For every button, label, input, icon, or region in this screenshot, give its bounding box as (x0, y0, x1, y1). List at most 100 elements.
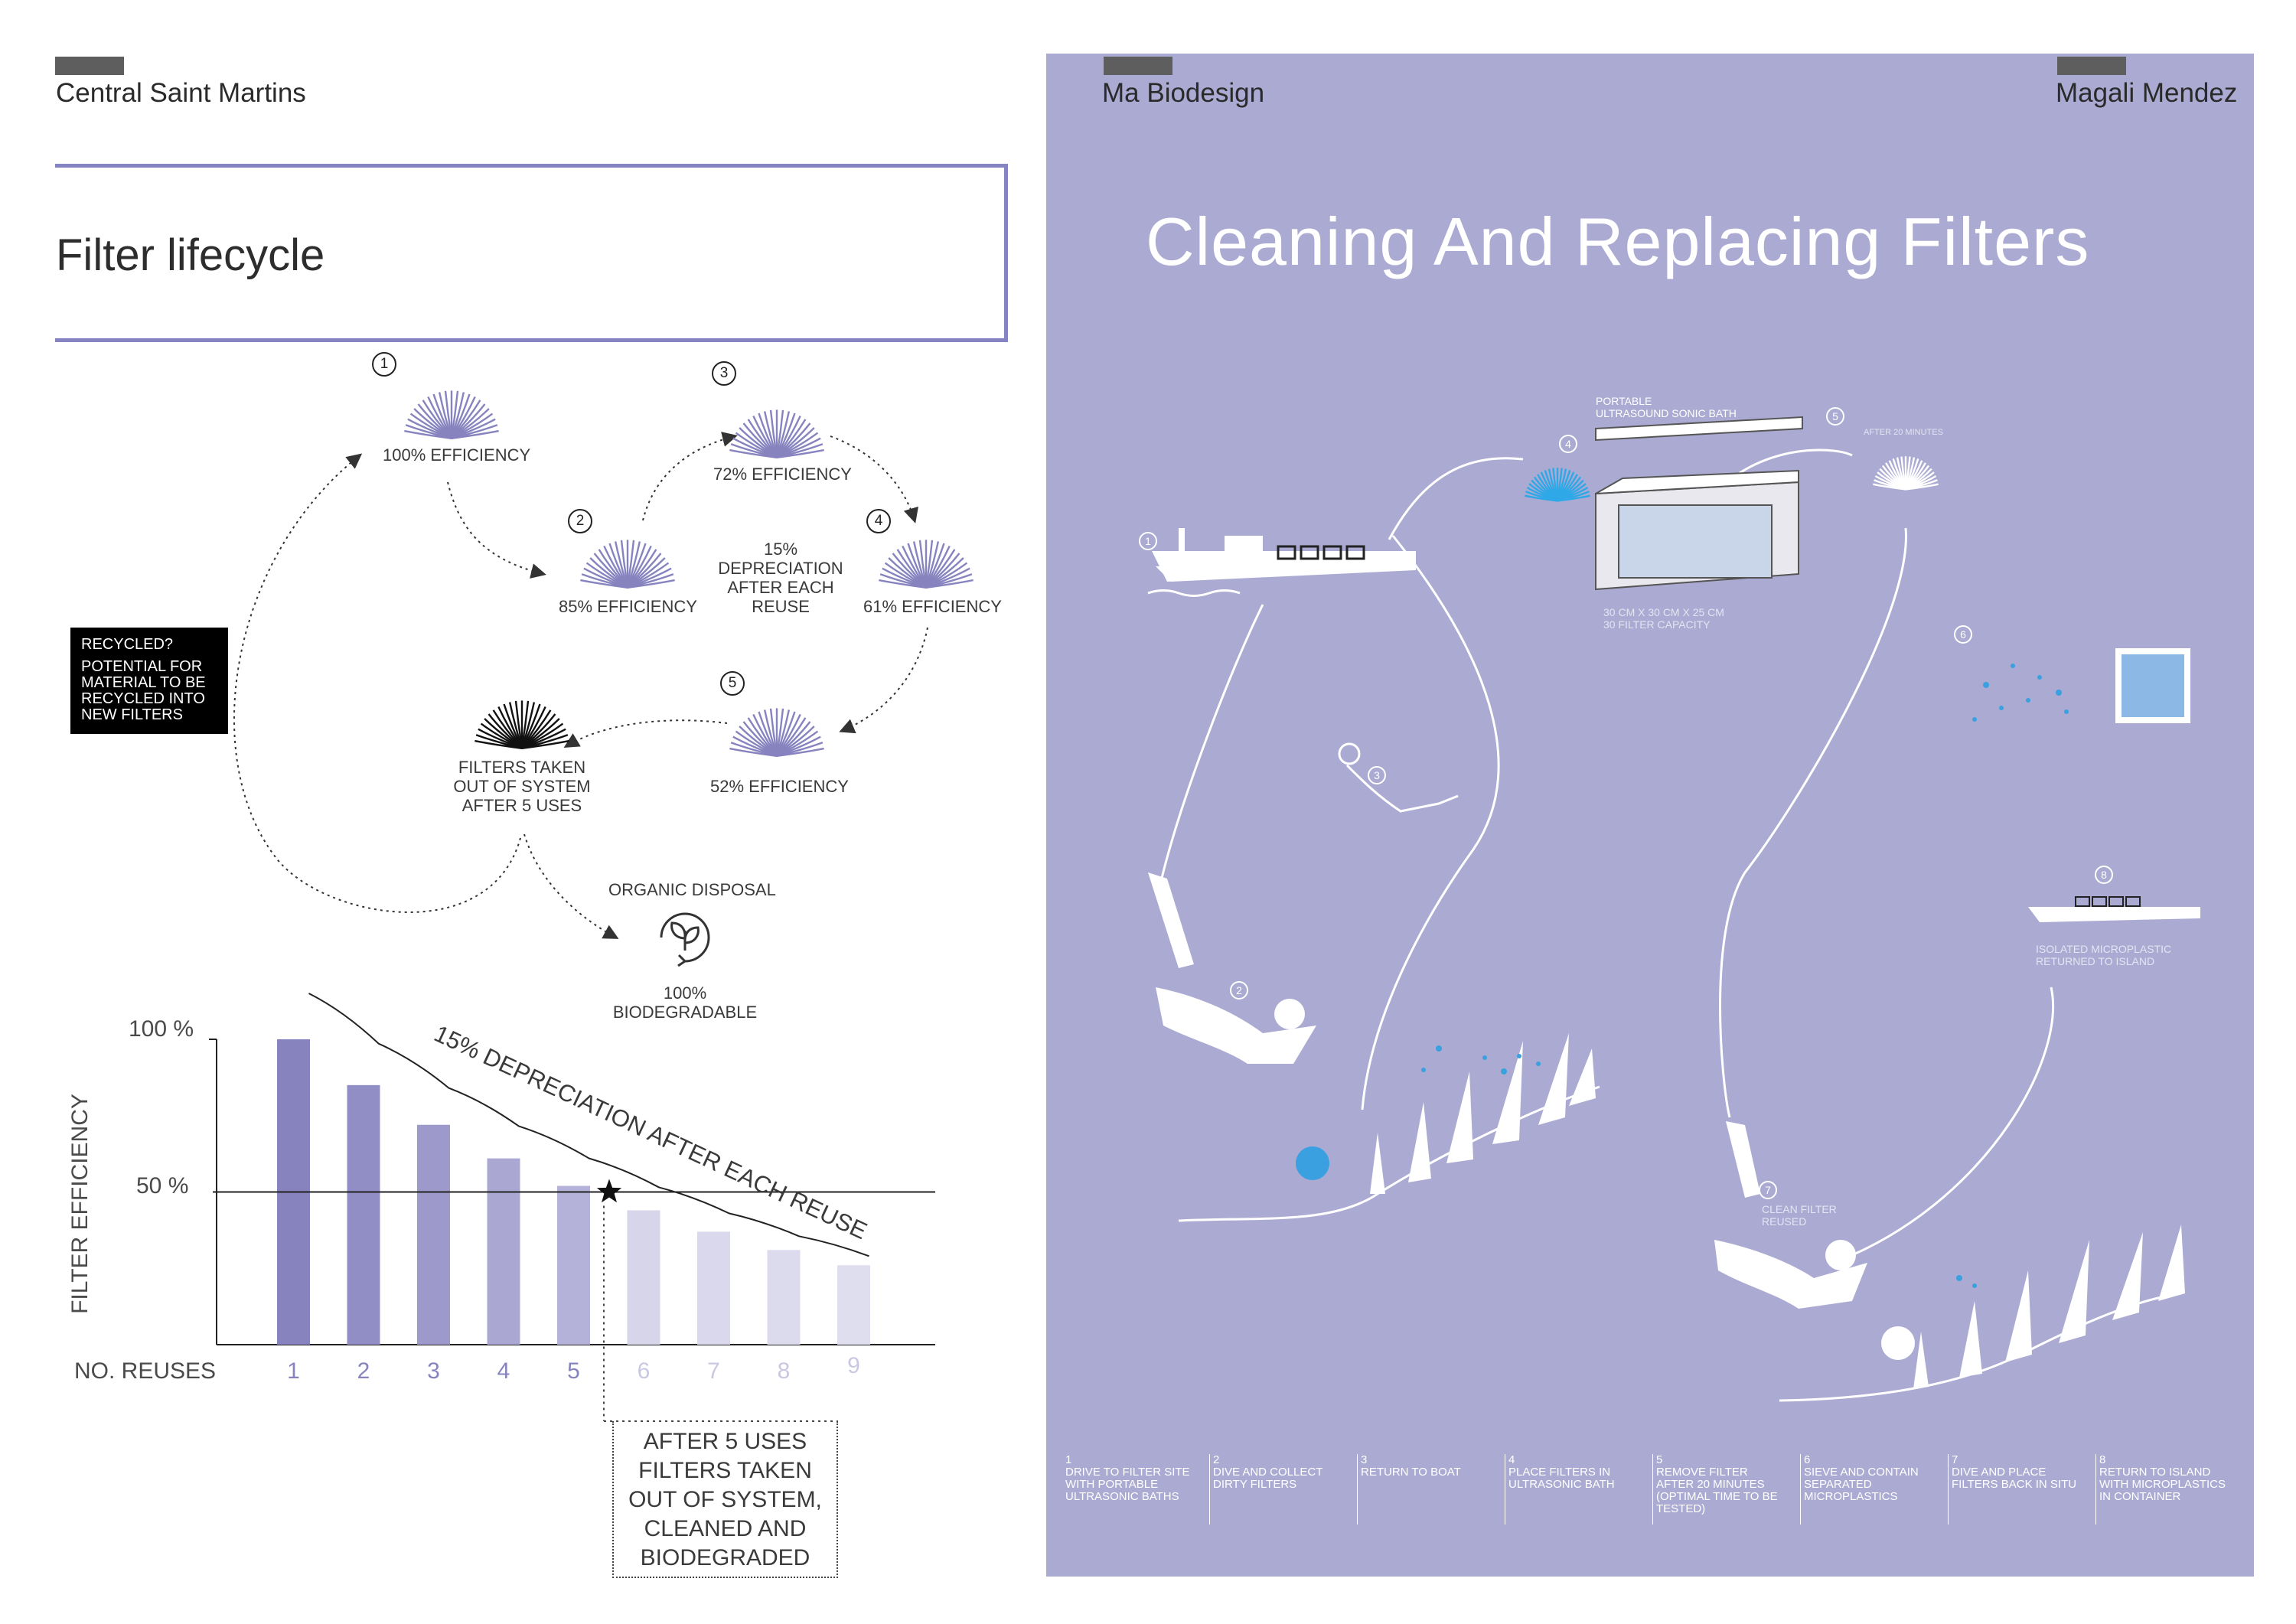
chart-bar-8 (767, 1250, 801, 1345)
process-num-8: 8 (2095, 866, 2113, 884)
boat-small (2028, 896, 2200, 922)
institution-label: Central Saint Martins (56, 78, 306, 108)
filter-icon-2 (580, 540, 675, 589)
title-frame (55, 164, 1008, 342)
removed-note: FILTERS TAKEN OUT OF SYSTEM AFTER 5 USES (453, 758, 591, 815)
boat-main (1152, 528, 1416, 582)
chart-bar-7 (697, 1231, 730, 1345)
microplastic-dots (1421, 664, 2069, 1288)
seabed-1 (1178, 1085, 1600, 1222)
chart-xtick-9: 9 (847, 1353, 860, 1378)
lifecycle-num-3: 3 (712, 361, 736, 386)
header-tab-right (2057, 57, 2126, 75)
right-panel (1046, 54, 2254, 1577)
chart-xtick-3: 3 (427, 1358, 440, 1384)
process-num-2: 2 (1230, 981, 1248, 1000)
process-num-3: 3 (1368, 766, 1386, 784)
page-title: Filter lifecycle (56, 230, 325, 280)
chart-bar-5 (557, 1185, 590, 1345)
node-label-5: 52% EFFICIENCY (710, 777, 849, 796)
lifecycle-num-1: 1 (372, 352, 396, 377)
chart-xtick-1: 1 (287, 1358, 300, 1384)
diver-1 (1148, 872, 1316, 1064)
chart-bar-9 (837, 1265, 870, 1345)
process-num-4: 4 (1559, 435, 1577, 453)
route-line-4 (1737, 448, 1853, 476)
step-7: 7 DIVE AND PLACE FILTERS BACK IN SITU (1949, 1454, 2096, 1525)
coral-2 (1913, 1225, 2185, 1389)
chart-x-label: NO. REUSES (74, 1358, 217, 1384)
clean-filter-ball (1881, 1326, 1915, 1360)
node-label-2: 85% EFFICIENCY (559, 597, 697, 616)
chart-ytick-100: 100 % (129, 1016, 194, 1042)
program-label: Ma Biodesign (1102, 78, 1265, 108)
route-line-6 (1851, 986, 2055, 1257)
coral-1 (1370, 1033, 1596, 1194)
chart-xtick-4: 4 (497, 1358, 510, 1384)
filter-icon-5 (729, 708, 824, 757)
route-line-5 (1719, 527, 1907, 1118)
step-6: 6 SIEVE AND CONTAIN SEPARATED MICROPLAST… (1801, 1454, 1949, 1525)
disposal-title: ORGANIC DISPOSAL (608, 880, 776, 899)
route-line-2 (1361, 535, 1500, 1110)
node-label-3: 72% EFFICIENCY (713, 465, 852, 484)
chart-depreciation-curve (308, 993, 869, 1257)
step-5: 5 REMOVE FILTER AFTER 20 MINUTES (OPTIMA… (1653, 1454, 1801, 1525)
after-label: AFTER 20 MINUTES (1864, 428, 1943, 437)
disposal-note: 100% BIODEGRADABLE (612, 983, 758, 1022)
chart-bar-4 (487, 1158, 520, 1345)
chart-xtick-6: 6 (637, 1358, 651, 1384)
route-line-1 (1158, 604, 1264, 889)
chart-bar-6 (627, 1210, 660, 1345)
chart-xtick-7: 7 (707, 1358, 720, 1384)
lifecycle-num-5: 5 (720, 671, 745, 696)
lifecycle-num-4: 4 (866, 509, 891, 533)
chart-annotation: AFTER 5 USES FILTERS TAKEN OUT OF SYSTEM… (612, 1421, 838, 1578)
process-steps: 1 DRIVE TO FILTER SITE WITH PORTABLE ULT… (1062, 1454, 2241, 1525)
filter-icon-3 (729, 409, 824, 458)
lifecycle-num-2: 2 (568, 509, 592, 533)
process-num-1: 1 (1139, 532, 1157, 550)
filter-icon-removed (475, 700, 569, 749)
bath-label: PORTABLE ULTRASOUND SONIC BATH (1596, 395, 1737, 419)
compost-icon (660, 912, 710, 967)
chart-star-marker (596, 1179, 622, 1203)
node-label-4: 61% EFFICIENCY (863, 597, 1002, 616)
ultrasonic-bath (1595, 416, 1803, 591)
author-label: Magali Mendez (2056, 78, 2238, 108)
depreciation-note: 15% DEPRECIATION AFTER EACH REUSE (718, 540, 843, 616)
diver-2 (1714, 1121, 1867, 1309)
clean-filter-icon (1873, 456, 1939, 491)
chart-ytick-50: 50 % (136, 1173, 189, 1198)
process-num-6: 6 (1954, 625, 1972, 644)
step-1: 1 DRIVE TO FILTER SITE WITH PORTABLE ULT… (1062, 1454, 1210, 1525)
process-num-5: 5 (1826, 407, 1844, 426)
process-title: Cleaning And Replacing Filters (1146, 204, 2090, 279)
recycled-box: RECYCLED? POTENTIAL FOR MATERIAL TO BE R… (70, 628, 228, 734)
step-3: 3 RETURN TO BOAT (1358, 1454, 1505, 1525)
header-tab-left (55, 57, 124, 75)
step-2: 2 DIVE AND COLLECT DIRTY FILTERS (1210, 1454, 1358, 1525)
clean-filter-label: CLEAN FILTER REUSED (1762, 1203, 1837, 1228)
chart-bar-2 (347, 1084, 380, 1345)
chart-xtick-8: 8 (777, 1358, 791, 1384)
filter-icon-4 (879, 540, 974, 589)
chart-xtick-2: 2 (357, 1358, 370, 1384)
bath-spec: 30 CM X 30 CM X 25 CM 30 FILTER CAPACITY (1603, 606, 1724, 631)
microplastic-label: ISOLATED MICROPLASTIC RETURNED TO ISLAND (2036, 943, 2172, 967)
header-tab-center (1104, 57, 1172, 75)
step-4: 4 PLACE FILTERS IN ULTRASONIC BATH (1505, 1454, 1653, 1525)
chart-xtick-5: 5 (567, 1358, 580, 1384)
sieve-content (2122, 654, 2184, 717)
process-num-7: 7 (1759, 1181, 1777, 1199)
chart-bar-3 (417, 1124, 450, 1345)
route-line-3 (1388, 457, 1524, 540)
dirty-filter-ball (1296, 1146, 1329, 1180)
step-8: 8 RETURN TO ISLAND WITH MICROPLASTICS IN… (2099, 1453, 2226, 1503)
dirty-filter-icon (1525, 468, 1590, 502)
node-label-1: 100% EFFICIENCY (383, 445, 531, 465)
filter-icon-1 (404, 390, 499, 439)
